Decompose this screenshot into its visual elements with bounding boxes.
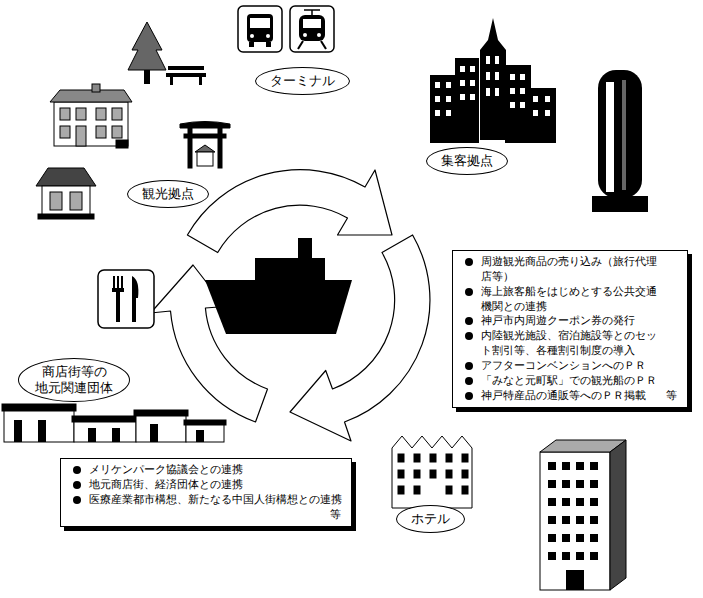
bullet-item: 医療産業都市構想、新たなる中国人街構想との連携	[69, 493, 343, 508]
oval-label: 集客拠点	[441, 153, 493, 169]
train-icon	[290, 6, 334, 52]
bullet-item: 海上旅客船をはじめとする公共交通機関との連携	[461, 285, 657, 315]
terminal-oval: ターミナル	[255, 67, 350, 95]
apartment	[540, 440, 626, 590]
bullet-item: アフターコンベンションへのＰＲ	[461, 359, 657, 374]
tower	[592, 70, 648, 212]
bullet-item: 地元商店街、経済団体との連携	[69, 478, 343, 493]
shops	[2, 404, 226, 442]
oval-label: ホテル	[411, 511, 450, 527]
bullet-item: メリケンパーク協議会との連携	[69, 463, 343, 478]
cutlery-icon	[98, 270, 154, 328]
hotel	[392, 436, 472, 508]
cooperation-box: メリケンパーク協議会との連携地元商店街、経済団体との連携医療産業都市構想、新たな…	[60, 458, 352, 527]
temple	[36, 168, 96, 219]
bullet-item: 内陸観光施設、宿泊施設等とのセット割引等、各種割引制度の導入	[461, 329, 657, 359]
skyscrapers	[430, 18, 556, 143]
bullet-item: 「みなと元町駅」での観光船のＰＲ	[461, 374, 657, 389]
bullet-item: 周遊観光商品の売り込み（旅行代理店等）	[461, 255, 657, 285]
bullet-item: 神戸特産品の通販等へのＰＲ掲載	[461, 389, 657, 404]
etc-note: 等	[69, 508, 343, 523]
house	[50, 84, 132, 148]
hub-oval: 集客拠点	[426, 147, 508, 175]
tree-bench	[128, 22, 206, 85]
oval-label: 商店街等の 地元関連団体	[33, 364, 115, 395]
sightseeing-oval: 観光拠点	[127, 180, 209, 208]
cycle-arrows	[151, 170, 430, 441]
hotel-oval: ホテル	[396, 505, 465, 533]
bus-icon	[238, 6, 282, 52]
bullet-item: 神戸市内周遊クーポン券の発行	[461, 314, 657, 329]
etc-note: 等	[666, 389, 677, 404]
oval-label: ターミナル	[270, 73, 335, 89]
ship	[205, 238, 352, 334]
oval-label: 観光拠点	[142, 186, 194, 202]
measures-box: 周遊観光商品の売り込み（旅行代理店等）海上旅客船をはじめとする公共交通機関との連…	[452, 250, 688, 408]
local-groups-oval: 商店街等の 地元関連団体	[18, 358, 130, 402]
shrine	[180, 122, 230, 169]
